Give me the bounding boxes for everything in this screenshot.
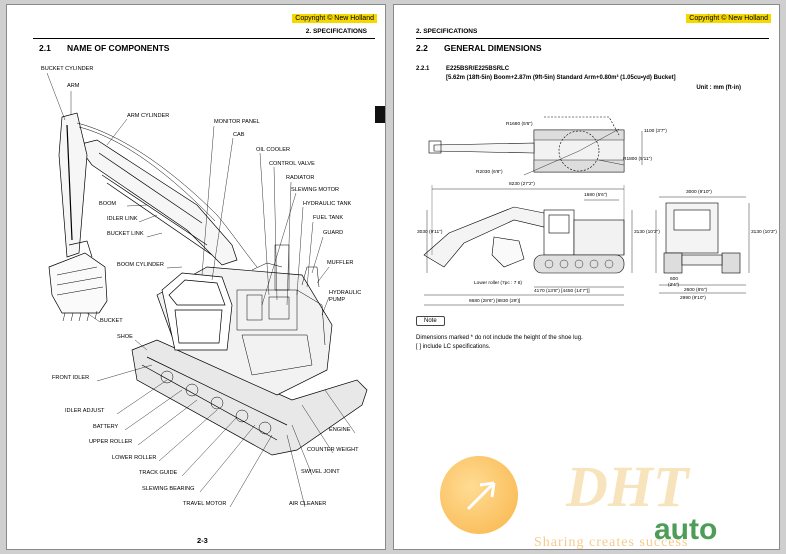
copyright-badge: Copyright © New Holland xyxy=(292,14,377,23)
dim-r1680: R1680 (5'6") xyxy=(506,122,533,127)
page-header: 2. SPECIFICATIONS xyxy=(305,28,367,35)
label-swivel-joint: SWIVEL JOINT xyxy=(301,469,340,475)
watermark-orb xyxy=(440,456,518,534)
label-air-cleaner: AIR CLEANER xyxy=(289,501,327,507)
left-page: Copyright © New Holland 2. SPECIFICATION… xyxy=(6,4,386,550)
copyright-badge: Copyright © New Holland xyxy=(686,14,771,23)
unit-line: Unit : mm (ft-in) xyxy=(696,85,741,91)
dim-3130-rear: 3130 (10'3") xyxy=(751,230,777,235)
label-oil-cooler: OIL COOLER xyxy=(256,147,290,153)
label-hydraulic: HYDRAULIC xyxy=(329,290,362,296)
excavator-illustration xyxy=(46,72,368,508)
note-line-1: Dimensions marked * do not include the h… xyxy=(416,335,583,341)
label-guard: GUARD xyxy=(323,230,344,236)
config-line: [5.62m (18ft-5in) Boom+2.87m (9ft-5in) S… xyxy=(446,75,676,81)
section-heading: 2.1 NAME OF COMPONENTS xyxy=(39,43,169,53)
header-rule xyxy=(416,38,769,39)
label-slewing-motor: SLEWING MOTOR xyxy=(291,187,340,193)
arrow-icon xyxy=(466,481,496,511)
dim-r2030: R2030 (6'8") xyxy=(476,170,503,175)
label-idler-link: IDLER LINK xyxy=(107,216,138,222)
label-lower-roller: LOWER ROLLER xyxy=(112,455,157,461)
dim-1100: 1100 (3'7") xyxy=(644,129,667,134)
dim-lower-roller: Lower roller (7pc : 7 8) xyxy=(474,281,522,286)
dim-track-length: 4170 (13'8") [4450 (14'7")] xyxy=(534,289,590,294)
label-monitor-panel: MONITOR PANEL xyxy=(214,119,260,125)
dim-r1800: R1800 (5'11") xyxy=(623,157,652,162)
label-engine: ENGINE xyxy=(329,427,351,433)
right-page: Copyright © New Holland 2. SPECIFICATION… xyxy=(393,4,780,550)
label-upper-roller: UPPER ROLLER xyxy=(89,439,133,445)
chapter-tab xyxy=(375,106,385,123)
section-number: 2.1 xyxy=(39,43,51,53)
label-cab: CAB xyxy=(233,132,245,138)
label-control-valve: CONTROL VALVE xyxy=(269,161,315,167)
model-name: E225BSR/E225BSRLC xyxy=(446,66,510,72)
dim-track-width: 2990 (9'10") xyxy=(680,296,706,301)
label-bucket: BUCKET xyxy=(100,318,123,324)
label-arm-cylinder: ARM CYLINDER xyxy=(127,113,170,119)
label-front-idler: FRONT IDLER xyxy=(52,375,90,381)
label-hydraulic-tank: HYDRAULIC TANK xyxy=(303,201,352,207)
subsection-number: 2.2.1 xyxy=(416,66,430,72)
label-bucket-link: BUCKET LINK xyxy=(107,231,144,237)
dim-clearance: (2'4") xyxy=(668,283,680,288)
watermark-brand: auto xyxy=(654,513,718,546)
label-pump: PUMP xyxy=(329,297,346,303)
label-counter-weight: COUNTER WEIGHT xyxy=(307,447,359,453)
dim-3130-side: 3130 (10'3") xyxy=(634,230,660,235)
dimension-drawings xyxy=(423,116,750,306)
dim-3000-width: 3000 (9'10") xyxy=(686,190,712,195)
label-radiator: RADIATOR xyxy=(286,175,315,181)
watermark-letters: DHT xyxy=(566,454,689,519)
section-title: NAME OF COMPONENTS xyxy=(67,43,170,53)
note-line-2: [ ] include LC specifications. xyxy=(416,344,491,350)
section-number: 2.2 xyxy=(416,43,428,53)
label-arm: ARM xyxy=(67,83,80,89)
label-fuel-tank: FUEL TANK xyxy=(313,215,344,221)
page-number: 2-3 xyxy=(197,536,208,545)
label-bucket-cylinder: BUCKET CYLINDER xyxy=(41,66,94,72)
dim-shoe: 600 xyxy=(670,277,679,282)
label-shoe: SHOE xyxy=(117,334,133,340)
watermark-slogan: Sharing creates success xyxy=(534,535,689,550)
label-travel-motor: TRAVEL MOTOR xyxy=(183,501,227,507)
label-track-guide: TRACK GUIDE xyxy=(139,470,178,476)
section-heading: 2.2 GENERAL DIMENSIONS xyxy=(416,43,542,53)
dim-total-height: 3030 (9'11") xyxy=(417,230,443,235)
dim-gauge: 2600 (8'6") xyxy=(684,288,708,293)
label-idler-adjust: IDLER ADJUST xyxy=(65,408,105,414)
label-muffler: MUFFLER xyxy=(327,260,354,266)
label-battery: BATTERY xyxy=(93,424,119,430)
dim-1680-width: 1680 (5'6") xyxy=(584,193,608,198)
note-label: Note xyxy=(416,316,445,326)
page-header: 2. SPECIFICATIONS xyxy=(416,28,478,35)
header-rule xyxy=(33,38,375,39)
label-boom-cylinder: BOOM CYLINDER xyxy=(117,262,164,268)
dim-total-length: 8680 (28'6") [8830 (29')] xyxy=(469,299,521,304)
label-slewing-bearing: SLEWING BEARING xyxy=(142,486,195,492)
section-title: GENERAL DIMENSIONS xyxy=(444,43,542,53)
dim-top-length: 8230 (27'2") xyxy=(509,182,535,187)
label-boom: BOOM xyxy=(99,201,117,207)
